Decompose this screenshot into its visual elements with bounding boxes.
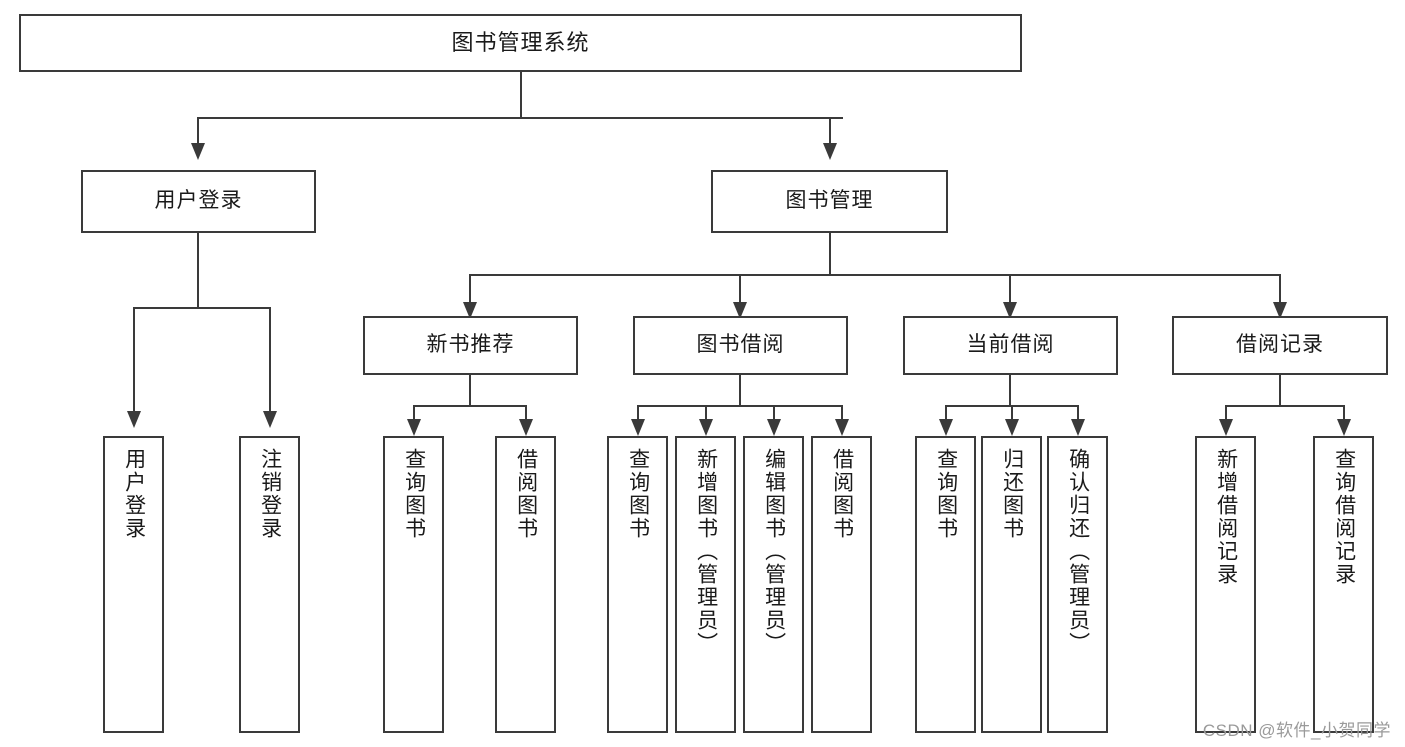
node-label: 新书推荐 [426, 333, 515, 357]
arrowhead-icon [631, 419, 645, 436]
node-leaf-add-record[interactable]: 新增借阅记录 [1195, 436, 1256, 733]
connector-currentborrow-drop-1 [945, 405, 947, 420]
node-label: 新增借阅记录 [1214, 448, 1238, 586]
arrowhead-icon [263, 411, 277, 428]
connector-bookborrow-drop-2 [705, 405, 707, 420]
node-current-borrow[interactable]: 当前借阅 [903, 316, 1118, 375]
node-leaf-borrow-book-2[interactable]: 借阅图书 [811, 436, 872, 733]
connector-bookmanage-bus [469, 274, 1280, 276]
node-label: 编辑图书（管理员） [762, 448, 786, 655]
node-leaf-confirm-return[interactable]: 确认归还（管理员） [1047, 436, 1108, 733]
connector-borrowrecord-stem [1279, 375, 1281, 406]
connector-userlogin-bus [133, 307, 269, 309]
arrowhead-icon [1219, 419, 1233, 436]
arrowhead-icon [699, 419, 713, 436]
connector-currentborrow-drop-2 [1011, 405, 1013, 420]
node-leaf-query-book-2[interactable]: 查询图书 [607, 436, 668, 733]
arrowhead-icon [1003, 302, 1017, 319]
connector-bookmanage-stem [829, 233, 831, 275]
connector-borrowrecord-bus [1225, 405, 1344, 407]
connector-newbook-drop-2 [525, 405, 527, 420]
connector-currentborrow-drop-3 [1077, 405, 1079, 420]
node-label: 归还图书 [1000, 448, 1024, 540]
arrowhead-icon [939, 419, 953, 436]
connector-root-drop-1 [197, 117, 199, 144]
node-label: 查询图书 [626, 448, 650, 540]
connector-newbook-drop-1 [413, 405, 415, 420]
node-label: 借阅记录 [1236, 333, 1324, 357]
node-label: 借阅图书 [514, 448, 538, 540]
connector-bookmanage-drop-1 [469, 274, 471, 303]
connector-bookmanage-drop-4 [1279, 274, 1281, 303]
connector-userlogin-stem [197, 233, 199, 308]
connector-root-bus [197, 117, 843, 119]
connector-newbook-bus [413, 405, 527, 407]
node-label: 用户登录 [154, 189, 243, 213]
node-borrow-record[interactable]: 借阅记录 [1172, 316, 1388, 375]
arrowhead-icon [1273, 302, 1287, 319]
arrowhead-icon [127, 411, 141, 428]
arrowhead-icon [823, 143, 837, 160]
arrowhead-icon [1071, 419, 1085, 436]
arrowhead-icon [733, 302, 747, 319]
arrowhead-icon [407, 419, 421, 436]
arrowhead-icon [1005, 419, 1019, 436]
node-leaf-logout[interactable]: 注销登录 [239, 436, 300, 733]
node-label: 确认归还（管理员） [1066, 448, 1090, 655]
connector-bookborrow-stem [739, 375, 741, 406]
node-label: 借阅图书 [830, 448, 854, 540]
node-label: 注销登录 [258, 448, 282, 540]
node-user-login[interactable]: 用户登录 [81, 170, 316, 233]
connector-userlogin-drop-1 [133, 307, 135, 412]
node-label: 查询图书 [934, 448, 958, 540]
arrowhead-icon [519, 419, 533, 436]
arrowhead-icon [1337, 419, 1351, 436]
node-leaf-borrow-book-1[interactable]: 借阅图书 [495, 436, 556, 733]
connector-bookborrow-drop-1 [637, 405, 639, 420]
node-label: 图书管理系统 [451, 30, 590, 56]
connector-borrowrecord-drop-1 [1225, 405, 1227, 420]
arrowhead-icon [767, 419, 781, 436]
node-label: 查询图书 [402, 448, 426, 540]
node-new-book-recommend[interactable]: 新书推荐 [363, 316, 578, 375]
connector-root-drop-2 [829, 117, 831, 144]
node-leaf-query-record[interactable]: 查询借阅记录 [1313, 436, 1374, 733]
node-label: 当前借阅 [966, 333, 1055, 357]
node-book-manage[interactable]: 图书管理 [711, 170, 948, 233]
node-label: 查询借阅记录 [1332, 448, 1356, 586]
connector-bookborrow-bus [637, 405, 841, 407]
connector-bookborrow-drop-4 [841, 405, 843, 420]
node-label: 用户登录 [122, 448, 146, 540]
node-leaf-user-login[interactable]: 用户登录 [103, 436, 164, 733]
arrowhead-icon [463, 302, 477, 319]
connector-bookmanage-drop-3 [1009, 274, 1011, 303]
node-leaf-edit-book[interactable]: 编辑图书（管理员） [743, 436, 804, 733]
connector-userlogin-drop-2 [269, 307, 271, 412]
node-leaf-query-book-1[interactable]: 查询图书 [383, 436, 444, 733]
arrowhead-icon [835, 419, 849, 436]
node-root-book-management-system[interactable]: 图书管理系统 [19, 14, 1022, 72]
connector-newbook-stem [469, 375, 471, 406]
node-label: 图书借阅 [696, 333, 785, 357]
node-leaf-return-book[interactable]: 归还图书 [981, 436, 1042, 733]
connector-bookmanage-drop-2 [739, 274, 741, 303]
node-label: 图书管理 [785, 189, 874, 213]
connector-borrowrecord-drop-2 [1343, 405, 1345, 420]
arrowhead-icon [191, 143, 205, 160]
node-leaf-query-book-3[interactable]: 查询图书 [915, 436, 976, 733]
node-label: 新增图书（管理员） [694, 448, 718, 655]
node-book-borrow[interactable]: 图书借阅 [633, 316, 848, 375]
connector-currentborrow-stem [1009, 375, 1011, 406]
node-leaf-add-book[interactable]: 新增图书（管理员） [675, 436, 736, 733]
connector-bookborrow-drop-3 [773, 405, 775, 420]
connector-root-stem [520, 72, 522, 118]
